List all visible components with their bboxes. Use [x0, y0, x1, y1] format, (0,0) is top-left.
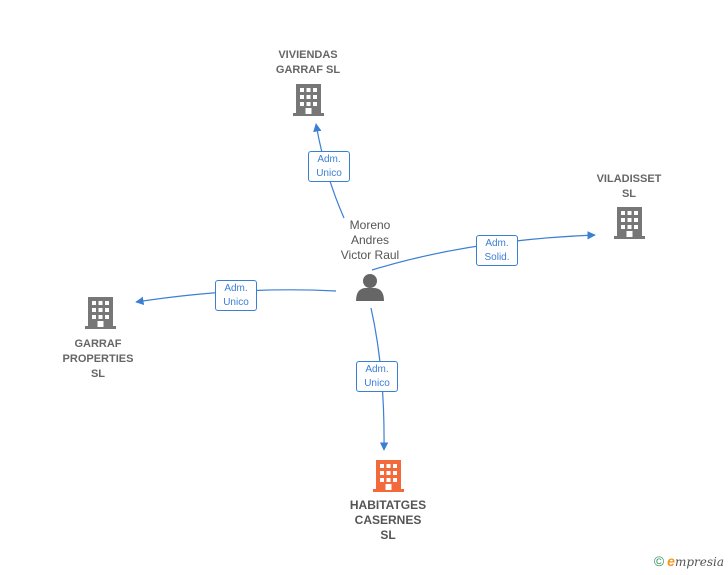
node-label-viviendas[interactable]: VIVIENDAS GARRAF SL: [275, 49, 341, 76]
edge-label-role: Adm.: [365, 364, 389, 375]
building-icon: [293, 84, 324, 116]
copyright-icon: ©: [653, 553, 665, 569]
edge-label-habitatges: Adm. Unico: [356, 361, 398, 392]
edge-label-type: Solid.: [484, 252, 510, 263]
edge-label-role: Adm.: [485, 238, 509, 249]
node-label-habitatges[interactable]: HABITATGES CASERNES SL: [349, 498, 427, 542]
edge-label-type: Unico: [223, 297, 249, 308]
brand-logo-text: mpresia: [674, 555, 724, 569]
edge-label-garraf: Adm. Unico: [215, 280, 257, 311]
edge-label-viladisset: Adm. Solid.: [476, 235, 518, 266]
node-label-person[interactable]: Moreno Andres Victor Raul: [340, 218, 400, 262]
edge-label-role: Adm.: [317, 154, 341, 165]
edge-label-viviendas: Adm. Unico: [308, 151, 350, 182]
edge-label-type: Unico: [364, 378, 390, 389]
brand-logo-initial: e: [667, 553, 675, 569]
edge-label-role: Adm.: [224, 283, 248, 294]
person-icon: [356, 274, 384, 301]
edge-label-type: Unico: [316, 168, 342, 179]
brand-footer[interactable]: ©empresia: [654, 553, 724, 569]
node-label-garraf[interactable]: GARRAF PROPERTIES SL: [62, 338, 134, 380]
building-icon: [614, 207, 645, 239]
building-icon: [85, 297, 116, 329]
node-label-viladisset[interactable]: VILADISSET SL: [596, 173, 662, 200]
main-building-icon: [373, 460, 404, 492]
